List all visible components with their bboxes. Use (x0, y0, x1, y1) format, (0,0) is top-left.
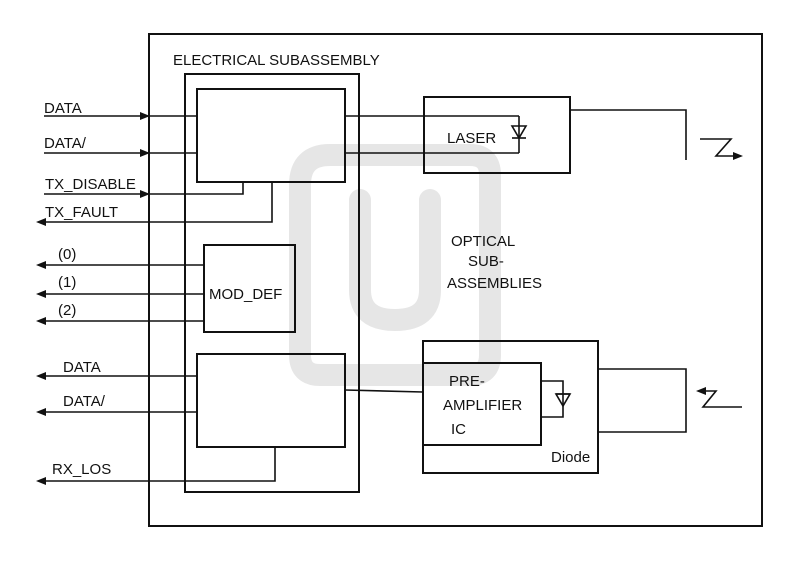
diode-label: Diode (551, 449, 590, 466)
tx-data-bar-label: DATA/ (44, 135, 87, 152)
tx-fault-label: TX_FAULT (45, 204, 118, 221)
rx-data-label: DATA (63, 359, 101, 376)
rx-data-arrow (36, 372, 46, 380)
tx-driver-block (196, 88, 346, 183)
mod-def-pin-1-arrow (36, 290, 46, 298)
rx-los-arrow (36, 477, 46, 485)
laser-label: LASER (447, 130, 496, 147)
rx-data-in-line (344, 389, 424, 393)
rx-los-line (44, 447, 276, 482)
mod-def-pin-0-arrow (36, 261, 46, 269)
receiver-fiber-housing (598, 368, 687, 433)
preamp-label-line-1: PRE- (449, 373, 485, 390)
optical-label-line-1: OPTICAL (451, 233, 515, 250)
mod-def-pin-2-arrow (36, 317, 46, 325)
preamplifier-block (422, 362, 542, 446)
tx-data-bar-arrow (140, 149, 150, 157)
tx-fault-line (44, 182, 273, 223)
rx-receiver-block (196, 353, 346, 448)
tx-disable-line (44, 182, 244, 195)
rx-data-bar-label: DATA/ (63, 393, 106, 410)
laser-block (423, 96, 571, 174)
preamp-label-line-3: IC (451, 421, 466, 438)
module-outline (148, 33, 763, 527)
mod-def-pin-2-label: (2) (58, 302, 76, 319)
mod-def-block (203, 244, 296, 333)
electrical-subassembly-title: ELECTRICAL SUBASSEMBLY (173, 52, 380, 69)
preamp-label-line-2: AMPLIFIER (443, 397, 522, 414)
rx-data-bar-arrow (36, 408, 46, 416)
rx-los-label: RX_LOS (52, 461, 111, 478)
photodiode-icon (541, 380, 572, 418)
optical-label-line-3: ASSEMBLIES (447, 275, 542, 292)
electrical-subassembly-box (184, 73, 360, 493)
mod-def-pin-1-label: (1) (58, 274, 76, 291)
laser-fiber-line (570, 109, 687, 160)
laser-diode-icon (510, 116, 528, 153)
tx-disable-arrow (140, 190, 150, 198)
watermark-logo (289, 144, 501, 386)
light-reception-icon (696, 387, 742, 408)
tx-fault-arrow (36, 218, 46, 226)
tx-data-arrow (140, 112, 150, 120)
optical-label-line-2: SUB- (468, 253, 504, 270)
light-emission-icon (700, 138, 743, 160)
tx-data-label: DATA (44, 100, 82, 117)
mod-def-label: MOD_DEF (209, 286, 282, 303)
mod-def-pin-0-label: (0) (58, 246, 76, 263)
tx-disable-label: TX_DISABLE (45, 176, 136, 193)
